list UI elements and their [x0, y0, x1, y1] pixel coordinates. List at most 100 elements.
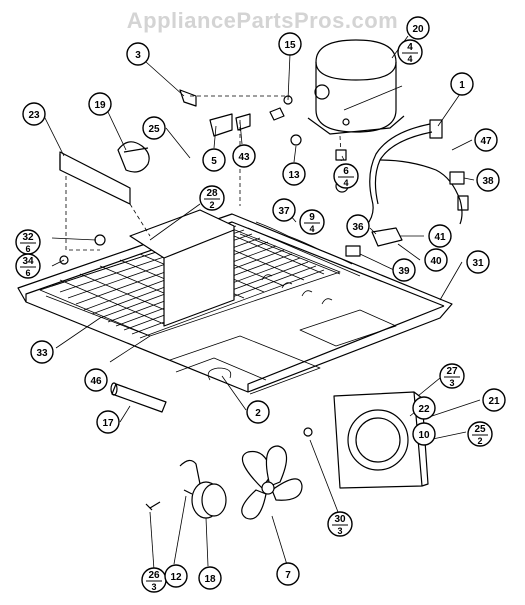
callout-number: 10	[418, 430, 430, 441]
callout-6: 64	[333, 163, 359, 189]
callout-circle	[299, 209, 325, 235]
callout-circle	[22, 102, 46, 126]
callout-circle	[327, 511, 353, 537]
relay-bracket-3	[179, 89, 197, 107]
overload-parts	[209, 95, 293, 137]
callout-15: 15	[278, 32, 302, 56]
callout-number: 43	[238, 152, 250, 163]
callout-23: 23	[22, 102, 46, 126]
callout-number: 19	[94, 100, 106, 111]
callout-1: 1	[450, 72, 474, 96]
callout-number: 6	[343, 166, 349, 177]
compressor	[307, 39, 405, 135]
callout-34: 346	[15, 253, 41, 279]
callout-quantity: 4	[343, 178, 348, 188]
callout-circle	[397, 39, 423, 65]
callout-number: 41	[434, 232, 446, 243]
callout-circle	[333, 163, 359, 189]
callout-7: 7	[276, 562, 300, 586]
callout-number: 20	[412, 24, 424, 35]
watermark: AppliancePartsPros.com	[126, 8, 399, 33]
washer-30	[303, 427, 313, 437]
callout-17: 17	[96, 410, 120, 434]
callout-quantity: 2	[209, 200, 214, 210]
callout-circle	[439, 363, 465, 389]
callout-circle	[346, 214, 370, 238]
callout-number: 3	[135, 50, 141, 61]
fan-blade	[241, 445, 303, 520]
callout-quantity: 4	[407, 54, 412, 64]
callout-circle	[276, 562, 300, 586]
callout-37: 37	[272, 198, 296, 222]
callout-quantity: 3	[337, 526, 342, 536]
callout-47: 47	[474, 128, 498, 152]
callout-number: 30	[334, 514, 346, 525]
callout-9: 94	[299, 209, 325, 235]
callout-38: 38	[476, 168, 500, 192]
callout-number: 9	[309, 212, 315, 223]
callout-3: 3	[126, 42, 150, 66]
baffle-panel	[129, 209, 235, 327]
callout-26: 263	[141, 567, 167, 593]
callout-circle	[199, 185, 225, 211]
fan-motor	[179, 459, 227, 519]
callout-number: 22	[418, 404, 430, 415]
callout-36: 36	[346, 214, 370, 238]
leader-lines	[43, 35, 481, 571]
callout-number: 7	[285, 570, 291, 581]
callout-quantity: 3	[449, 378, 454, 388]
callout-31: 31	[466, 250, 490, 274]
callout-32: 326	[15, 229, 41, 255]
callout-18: 18	[198, 566, 222, 590]
callout-21: 21	[482, 388, 506, 412]
callout-circle	[467, 421, 493, 447]
callout-circle	[412, 396, 436, 420]
callout-circle	[406, 16, 430, 40]
callout-number: 28	[206, 188, 218, 199]
callout-number: 21	[488, 396, 500, 407]
callout-number: 4	[407, 42, 413, 53]
callout-number: 47	[480, 136, 492, 147]
callout-number: 5	[211, 156, 217, 167]
drier-38	[449, 171, 465, 185]
callout-number: 1	[459, 80, 465, 91]
condenser-tubing	[239, 221, 361, 305]
callout-circle	[96, 410, 120, 434]
callout-circle	[142, 116, 166, 140]
callout-number: 15	[284, 40, 296, 51]
callout-circle	[198, 566, 222, 590]
callout-number: 36	[352, 222, 364, 233]
callout-circle	[392, 258, 416, 282]
callout-circle	[15, 253, 41, 279]
callout-quantity: 6	[25, 268, 30, 278]
callout-40: 40	[424, 248, 448, 272]
callout-circle	[164, 564, 188, 588]
callout-33: 33	[30, 340, 54, 364]
callout-circle	[88, 92, 112, 116]
callout-46: 46	[84, 368, 108, 392]
callout-circle	[282, 162, 306, 186]
callout-quantity: 2	[477, 436, 482, 446]
callout-circle	[412, 422, 436, 446]
callout-27: 273	[439, 363, 465, 389]
callout-circle	[482, 388, 506, 412]
callout-28: 282	[199, 185, 225, 211]
callout-circle	[84, 368, 108, 392]
callout-circle	[466, 250, 490, 274]
callout-41: 41	[428, 224, 452, 248]
callout-circle	[30, 340, 54, 364]
callout-22: 22	[412, 396, 436, 420]
callout-25b: 252	[467, 421, 493, 447]
callout-20: 20	[406, 16, 430, 40]
callout-quantity: 3	[151, 582, 156, 592]
callout-number: 18	[204, 574, 216, 585]
callout-13: 13	[282, 162, 306, 186]
callout-number: 17	[102, 418, 114, 429]
terminal-cover-19	[117, 141, 150, 173]
callout-19: 19	[88, 92, 112, 116]
callout-quantity: 6	[25, 244, 30, 254]
callout-5: 5	[202, 148, 226, 172]
